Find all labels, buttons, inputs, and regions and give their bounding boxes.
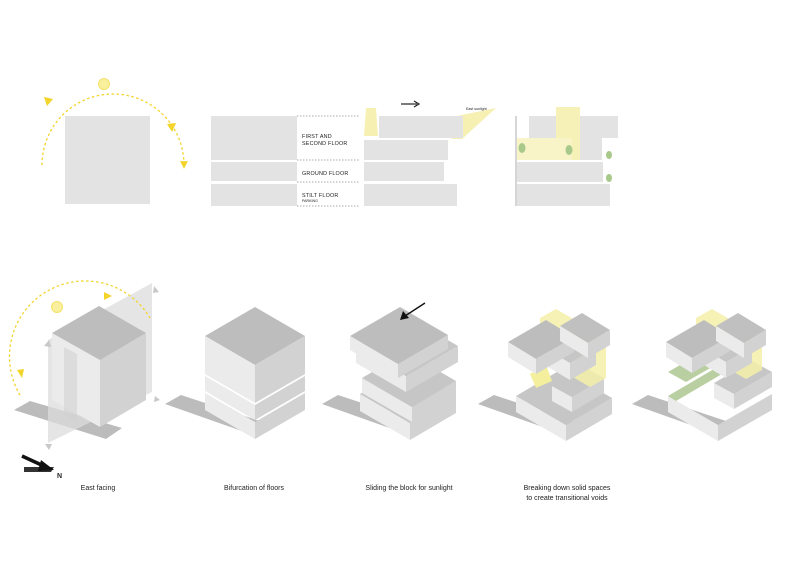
- top-right-face: [398, 335, 448, 378]
- top-block: [379, 116, 463, 138]
- lower-block: [364, 162, 444, 181]
- plan-square: [65, 116, 150, 204]
- ground-left-face: [552, 386, 572, 412]
- direction-arrow-icon: [413, 100, 421, 108]
- ground-right-face: [412, 381, 456, 422]
- top-left-face: [350, 336, 398, 378]
- top-slab-right: [744, 330, 766, 358]
- stilt-left-face: [516, 396, 566, 441]
- ground-left-face: [362, 378, 412, 422]
- top-slab-left: [560, 326, 588, 358]
- east-facing-massing: N: [8, 280, 160, 480]
- top-slab-left: [716, 326, 744, 358]
- label-first-and: FIRST AND: [302, 134, 332, 140]
- sun-path-arrowhead-left: [44, 97, 53, 106]
- ground-right-face: [734, 372, 772, 409]
- sun-direction-shaft: [404, 302, 426, 317]
- upper-left-face: [508, 342, 536, 374]
- ground-floor-block: [211, 162, 297, 181]
- sun-path-arrowhead: [104, 292, 112, 300]
- ground-right-face: [572, 378, 604, 412]
- sliding-section: East sunlight: [364, 100, 496, 206]
- ground-right-face: [255, 376, 305, 420]
- stilt-left-face: [205, 393, 255, 439]
- stilt-left-face: [668, 396, 718, 441]
- upper-left-face: [205, 336, 255, 403]
- label-parking: PARKING: [302, 199, 318, 203]
- tree-icon: [606, 151, 612, 159]
- label-east-sunlight: East sunlight: [466, 107, 487, 111]
- upper-block-left: [529, 116, 556, 138]
- north-label: N: [57, 473, 62, 480]
- stilt-block: [364, 184, 457, 206]
- sliding-massing: [322, 302, 458, 440]
- sun-path-arrowhead-right: [167, 123, 176, 132]
- green-terrace-lower: [668, 369, 722, 401]
- sun-path-arc: [41, 93, 188, 169]
- sun-path-arrowhead: [17, 369, 24, 378]
- sun-path-arc: [8, 280, 151, 396]
- stilt-right-face: [410, 396, 456, 440]
- first-right-face: [406, 346, 458, 392]
- caption-breaking-line1: Breaking down solid spaces: [524, 485, 611, 492]
- tree-icon: [518, 143, 526, 153]
- void-yellow-left: [517, 138, 572, 160]
- upper-right-face: [255, 336, 305, 403]
- stilt-right-face: [566, 398, 612, 441]
- stilt-block: [517, 184, 610, 206]
- tree-icon: [606, 174, 612, 182]
- upper-top-face: [508, 320, 574, 359]
- stilt-floor-block: [211, 184, 297, 206]
- upper-right-face: [536, 337, 574, 374]
- sun-icon: [51, 301, 63, 313]
- top-slab-top: [716, 313, 766, 343]
- plan-sun-path: [41, 78, 188, 204]
- cube-right-face: [100, 333, 146, 427]
- upper-block-right: [580, 116, 618, 138]
- voids-massing: [478, 309, 612, 441]
- ground-left-face: [205, 376, 255, 420]
- plane-arrowhead: [154, 396, 160, 402]
- stilt-left-face: [360, 394, 410, 440]
- first-second-floor-block: [211, 116, 297, 160]
- sun-icon: [98, 78, 110, 90]
- middle-block: [364, 140, 448, 160]
- stilt-right-face: [255, 393, 305, 439]
- sun-direction-arrow-icon: [400, 311, 409, 320]
- caption-sliding: Sliding the block for sunlight: [365, 485, 452, 492]
- caption-bifurcation: Bifurcation of floors: [224, 485, 284, 492]
- caption-breaking-line2: to create transitional voids: [526, 495, 608, 502]
- top-face: [350, 307, 448, 364]
- stilt-right-face: [718, 394, 772, 441]
- tree-icon: [565, 145, 573, 155]
- upper-left-face: [666, 342, 692, 373]
- north-arrow-icon: [38, 460, 54, 471]
- cube-top-face: [52, 306, 146, 360]
- voids-section: [515, 107, 618, 206]
- top-slab-top: [560, 313, 610, 343]
- yellow-void-small: [530, 365, 552, 388]
- top-slab-right: [588, 330, 610, 358]
- label-ground-floor: GROUND FLOOR: [302, 171, 348, 177]
- upper-top-face: [666, 320, 730, 358]
- upper-right-face: [692, 336, 730, 373]
- floor-section: FIRST AND SECOND FLOOR GROUND FLOOR STIL…: [211, 115, 360, 207]
- plane-arrowhead: [44, 340, 51, 347]
- sunlight-beam-left: [364, 108, 378, 136]
- bifurcation-massing: [165, 307, 305, 439]
- lower-block: [517, 162, 603, 182]
- plane-band-overlay: [64, 347, 77, 422]
- ground-left-face: [714, 383, 734, 409]
- label-second-floor: SECOND FLOOR: [302, 141, 348, 147]
- caption-east-facing: East facing: [81, 485, 116, 492]
- mid-block: [580, 138, 602, 160]
- plane-arrowhead: [45, 444, 52, 450]
- plane-arrowhead: [153, 286, 159, 293]
- final-massing: [632, 309, 772, 441]
- label-stilt-floor: STILT FLOOR: [302, 193, 338, 199]
